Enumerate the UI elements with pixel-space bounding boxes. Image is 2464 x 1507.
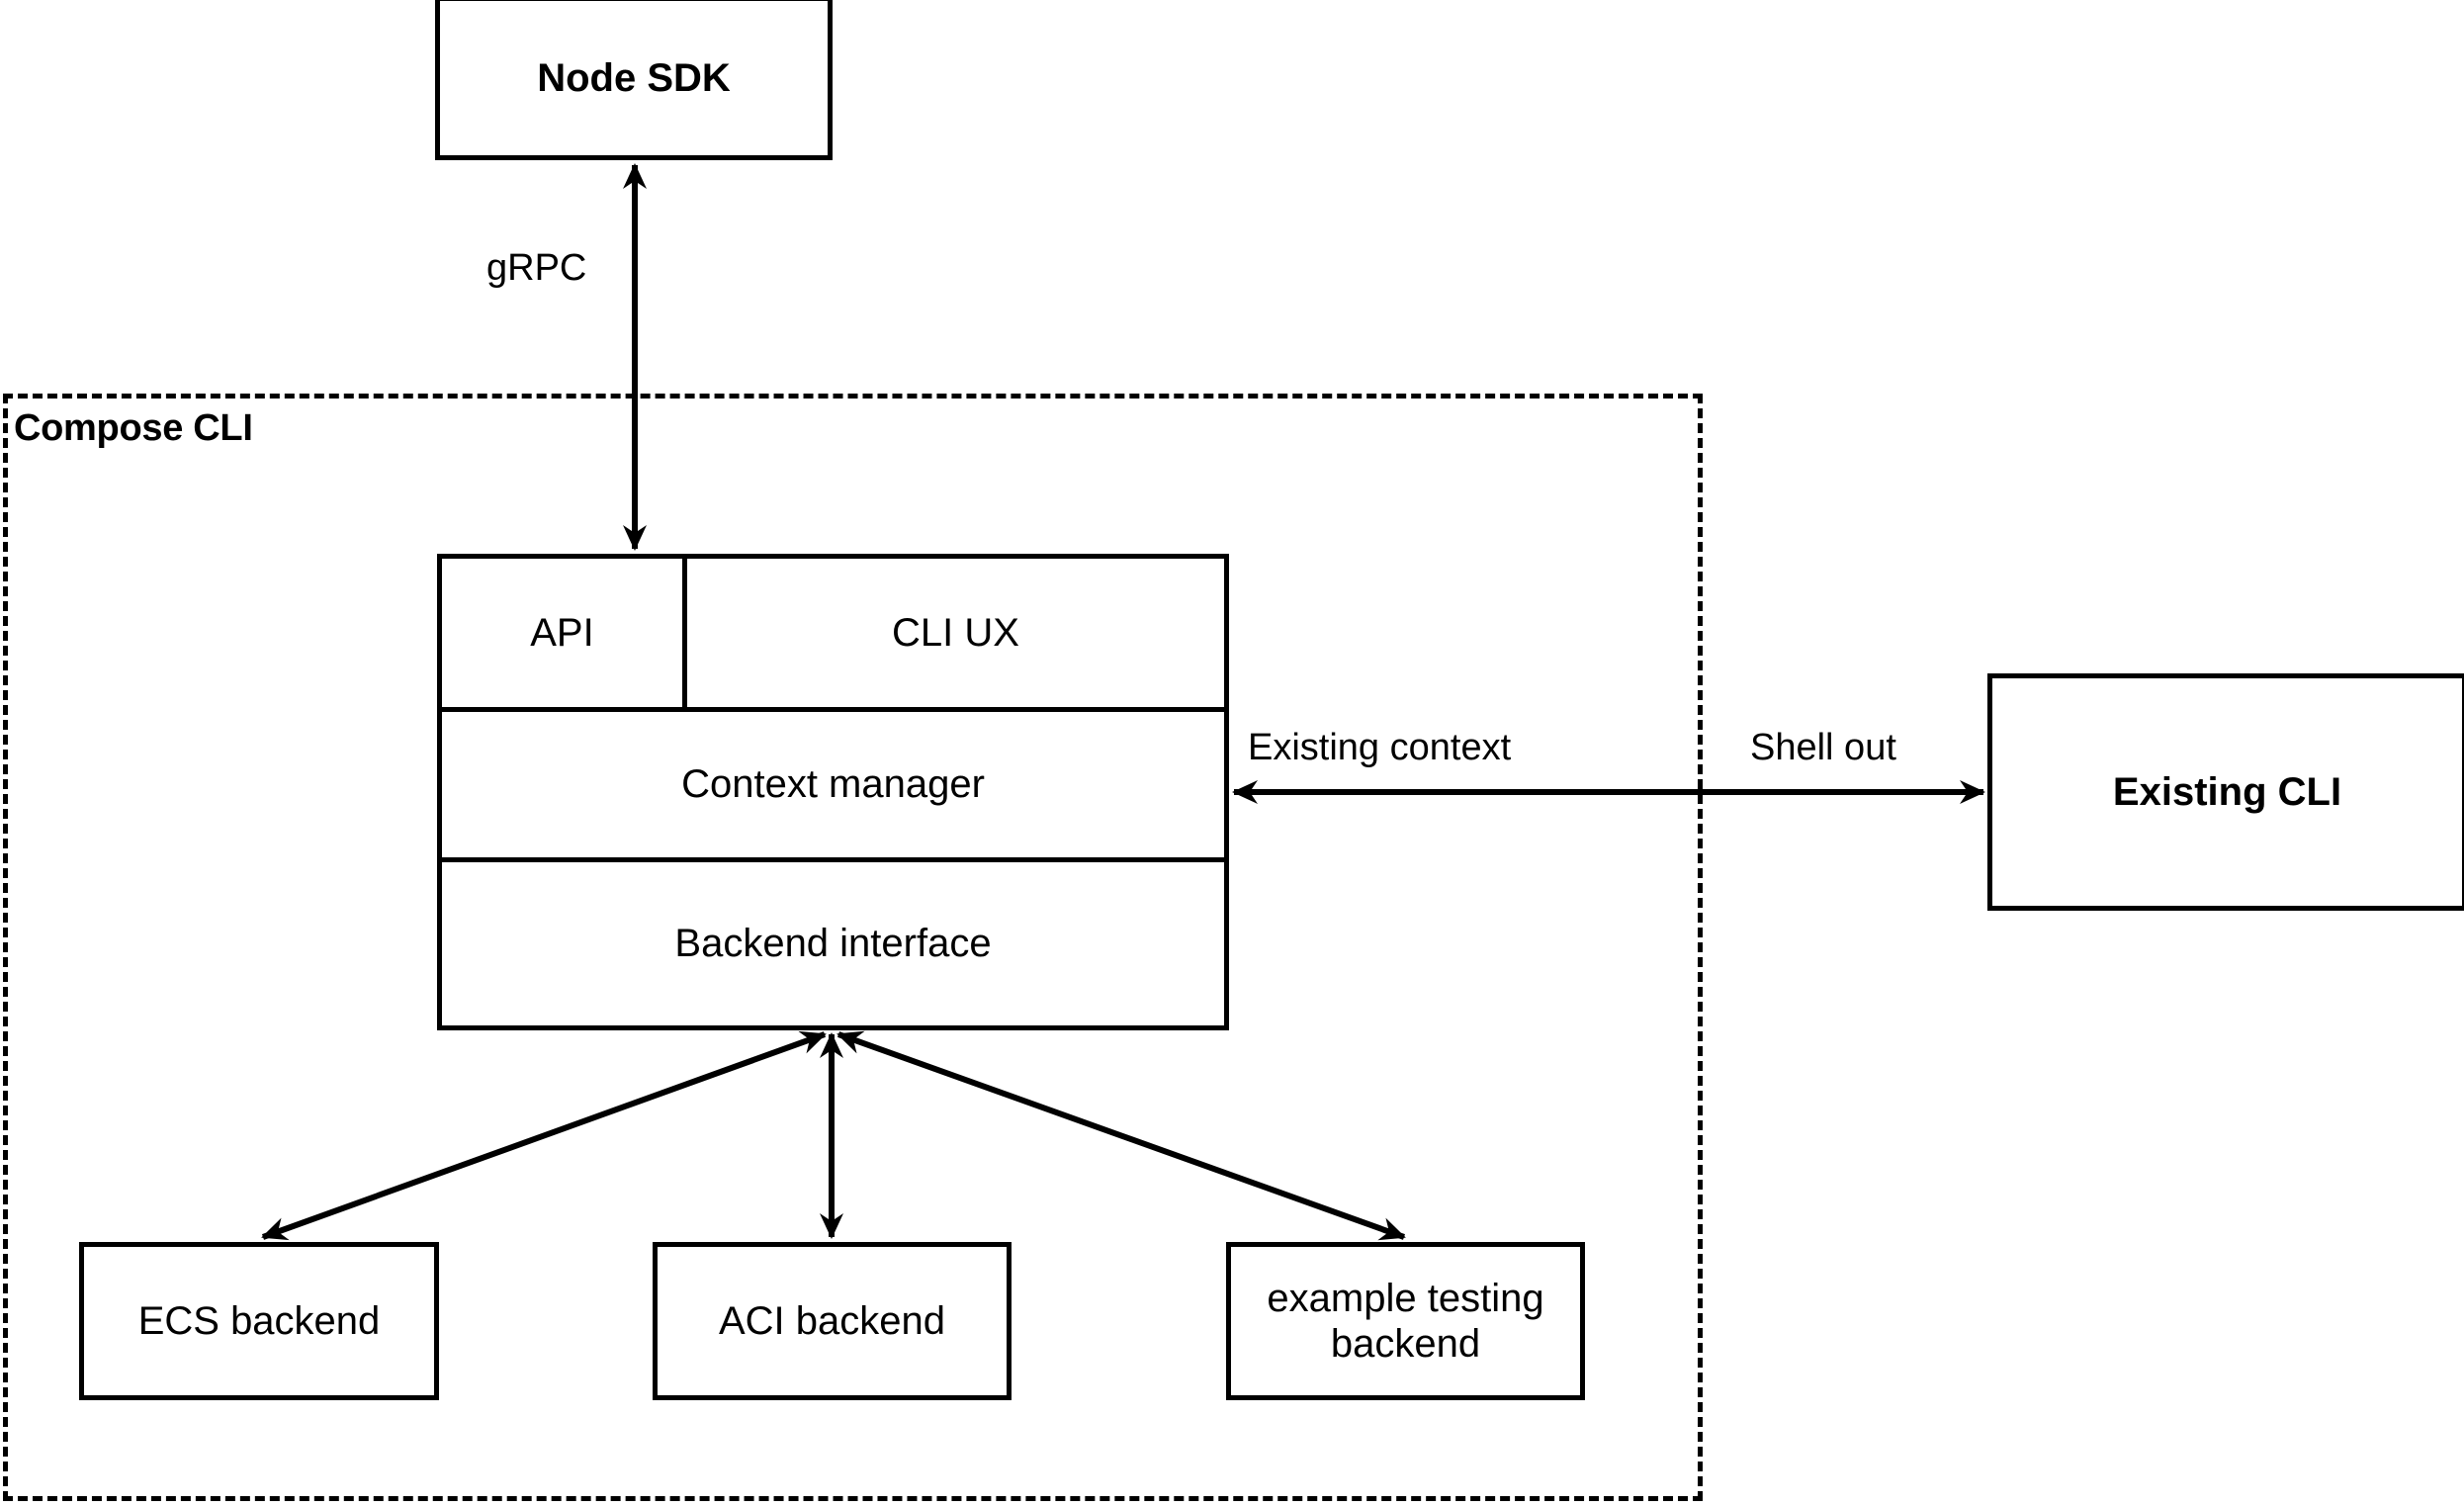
compose-cli-group-label: Compose CLI [14, 407, 253, 449]
example-testing-backend-label: example testing backend [1267, 1277, 1544, 1366]
context-manager-label: Context manager [681, 762, 985, 806]
cli-ux-label: CLI UX [892, 610, 1019, 655]
backend-interface-label: Backend interface [674, 922, 992, 965]
existing-context-edge-label: Existing context [1248, 727, 1512, 768]
ecs-backend-box[interactable]: ECS backend [79, 1242, 439, 1400]
backend-interface-cell[interactable]: Backend interface [442, 862, 1224, 1025]
node-sdk-label: Node SDK [537, 56, 731, 100]
edge-backend-to-example-testing [836, 1030, 1406, 1241]
stack-row-api-cliux: API CLI UX [442, 559, 1224, 712]
api-label: API [530, 610, 594, 655]
grpc-edge-label: gRPC [486, 247, 587, 289]
node-sdk-box[interactable]: Node SDK [435, 0, 833, 160]
compose-cli-stack: API CLI UX Context manager Backend inter… [437, 554, 1229, 1030]
existing-cli-box[interactable]: Existing CLI [1987, 673, 2464, 911]
context-manager-cell[interactable]: Context manager [442, 712, 1224, 862]
shell-out-edge-label: Shell out [1750, 727, 1896, 768]
cli-ux-cell[interactable]: CLI UX [687, 559, 1224, 707]
aci-backend-box[interactable]: ACI backend [653, 1242, 1012, 1400]
compose-cli-group-boundary [3, 394, 1703, 1501]
example-testing-backend-box[interactable]: example testing backend [1226, 1242, 1585, 1400]
aci-backend-label: ACI backend [718, 1299, 946, 1343]
api-cell[interactable]: API [442, 559, 687, 707]
edge-backend-to-ecs [261, 1030, 827, 1241]
existing-cli-label: Existing CLI [2112, 770, 2342, 814]
ecs-backend-label: ECS backend [137, 1299, 381, 1343]
